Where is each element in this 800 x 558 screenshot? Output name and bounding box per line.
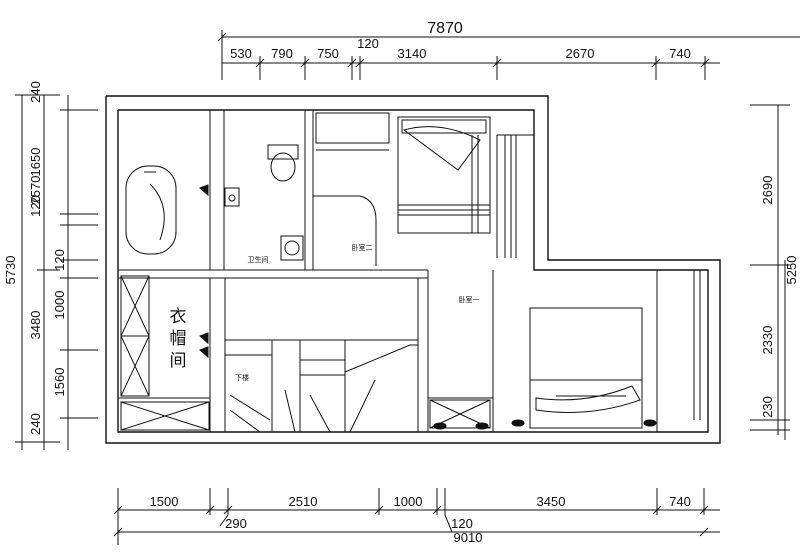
- wardrobe-left: [120, 275, 150, 397]
- balcony-railing: [496, 134, 701, 420]
- top-seg-label: 3140: [398, 46, 427, 61]
- left-inner-label: 1000: [52, 291, 67, 320]
- outer-walls: [105, 95, 721, 444]
- bottom-seg-label: 740: [669, 494, 691, 509]
- wardrobe-bottom: [120, 401, 210, 431]
- interior-walls: [118, 110, 658, 432]
- sink: [280, 235, 304, 261]
- desk-top: [315, 112, 390, 151]
- left-dimension-lines: [15, 94, 98, 450]
- bottom-dimension-lines: [113, 488, 720, 545]
- room-label-bedroom-one: 卧室一: [459, 295, 480, 304]
- bottom-seg-label: 1000: [394, 494, 423, 509]
- right-total-label: 5250: [784, 256, 799, 285]
- bathtub: [125, 165, 177, 255]
- bottom-small-label: 290: [225, 516, 247, 531]
- top-seg-label: 790: [271, 46, 293, 61]
- partition-curve: [313, 195, 377, 266]
- left-inner-label: 240: [28, 413, 43, 435]
- bottom-seg-label: 3450: [537, 494, 566, 509]
- left-inner-label: 240: [28, 81, 43, 103]
- right-inner-label: 2690: [760, 176, 775, 205]
- left-inner-label: 1560: [52, 368, 67, 397]
- room-label-cloakroom: 衣: [170, 307, 187, 327]
- right-inner-label: 2330: [760, 326, 775, 355]
- room-label-downstairs: 下楼: [235, 373, 249, 382]
- left-total-label: 5730: [3, 256, 18, 285]
- left-inner-label: 120: [52, 249, 67, 271]
- toilet: [267, 144, 299, 182]
- staircase: [225, 339, 418, 433]
- bed-two: [397, 116, 491, 234]
- left-inner-label: 1650: [28, 148, 43, 177]
- bottom-seg-label: 1500: [150, 494, 179, 509]
- room-label-bathroom: 卫生间: [248, 255, 269, 264]
- left-mid-label: 3480: [28, 311, 43, 340]
- room-label-cloakroom: 帽: [170, 329, 187, 349]
- left-mid-label: 2570: [28, 176, 43, 205]
- top-seg-label: 530: [230, 46, 252, 61]
- room-label-bedroom-two: 卧室二: [352, 243, 373, 252]
- sconce-icons: [199, 184, 657, 430]
- right-inner-label: 230: [760, 396, 775, 418]
- top-seg-label: 750: [317, 46, 339, 61]
- bottom-seg-label: 2510: [289, 494, 318, 509]
- cabinet: [224, 187, 240, 207]
- top-dimension-lines: [217, 30, 800, 80]
- bed-one: [529, 307, 643, 429]
- bottom-small-label: 120: [451, 516, 473, 531]
- top-total-label: 7870: [427, 20, 463, 37]
- bottom-total-label: 9010: [454, 530, 483, 545]
- drain-icon: [228, 194, 236, 202]
- left-inner-label: 120: [28, 195, 43, 217]
- right-dimension-lines: [750, 104, 790, 440]
- top-seg-label: 2670: [566, 46, 595, 61]
- top-seg-label: 740: [669, 46, 691, 61]
- top-seg-label: 120: [357, 36, 379, 51]
- room-label-cloakroom: 间: [170, 351, 187, 371]
